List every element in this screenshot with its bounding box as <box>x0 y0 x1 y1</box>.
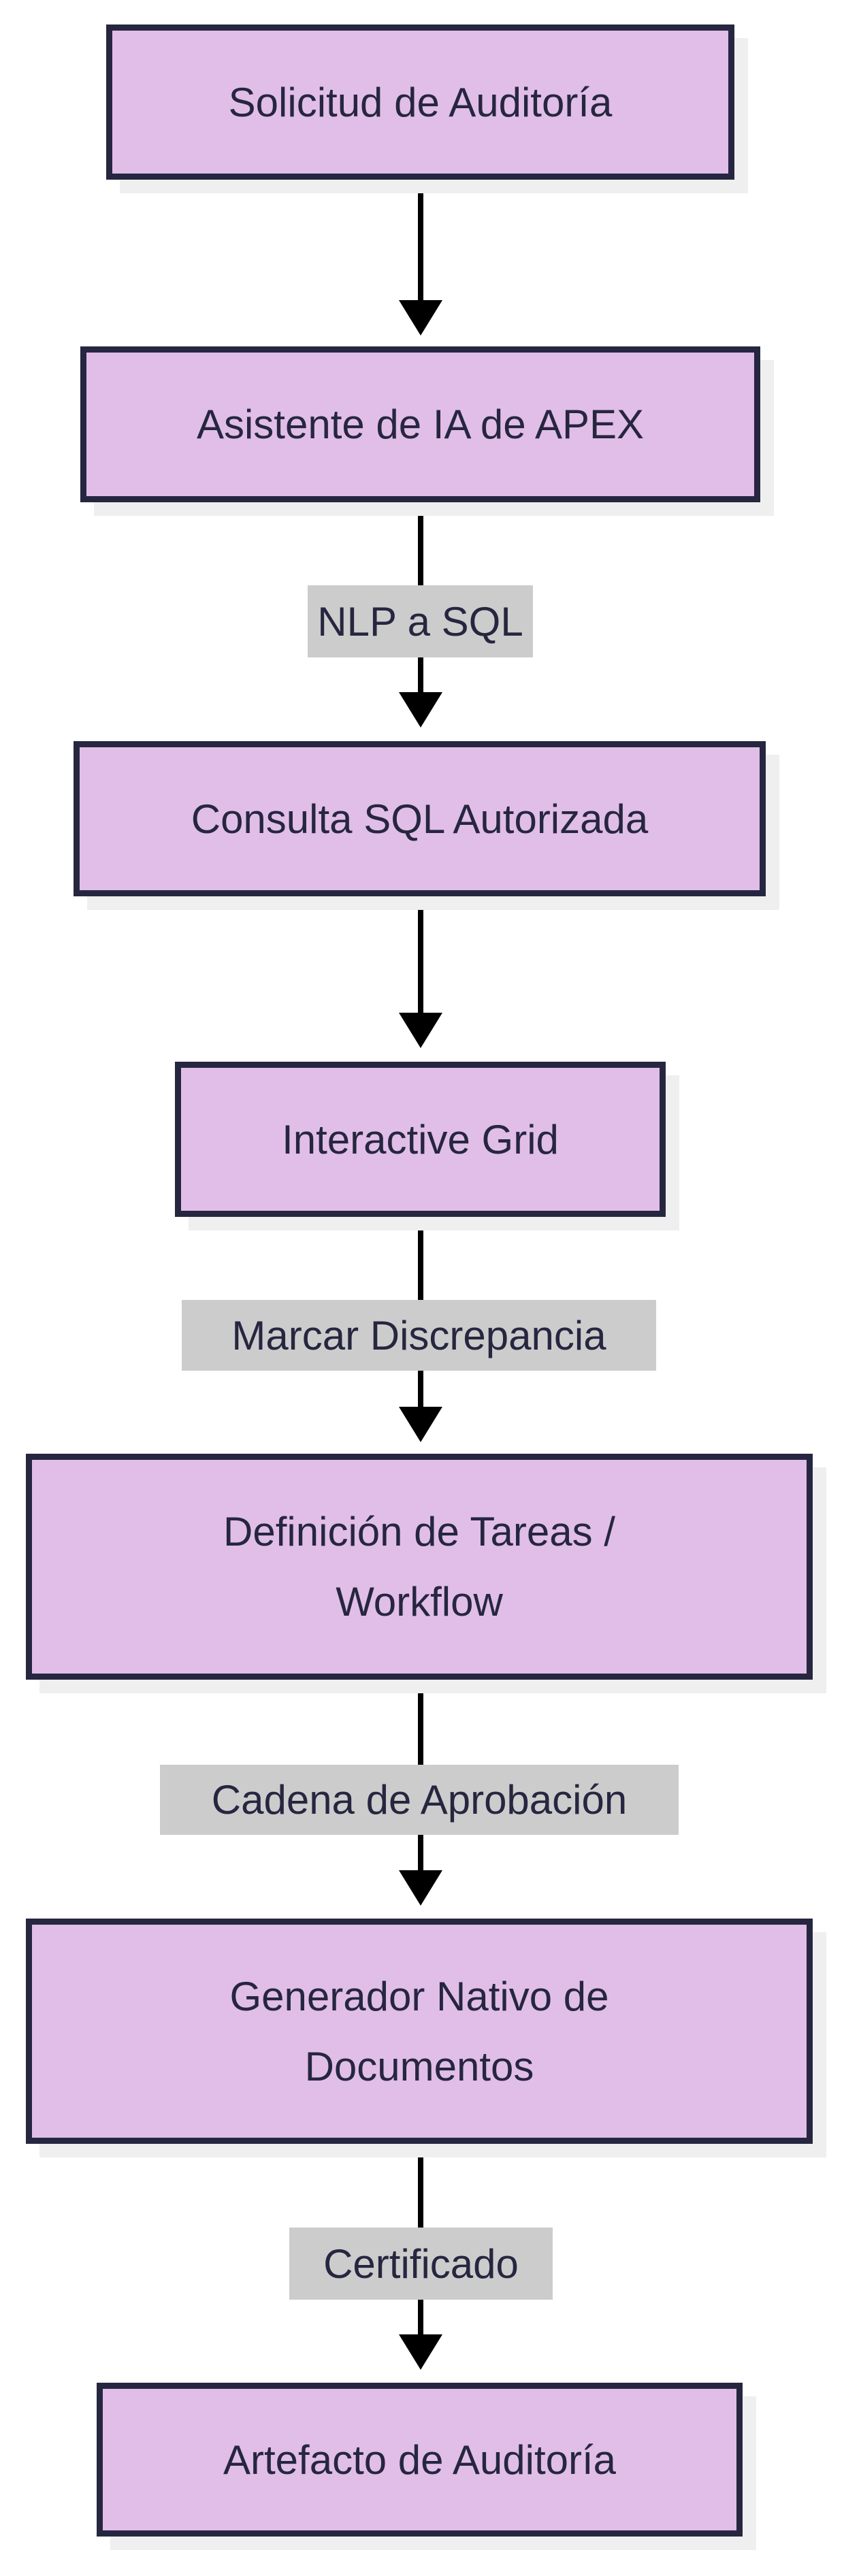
node-tareas: Definición de Tareas / Workflow <box>26 1454 813 1680</box>
edge-label-nlp-sql: NLP a SQL <box>308 585 533 657</box>
edge-label-cadena: Cadena de Aprobación <box>160 1765 679 1835</box>
arrowhead-icon <box>399 300 442 336</box>
arrowhead-icon <box>399 1013 442 1048</box>
node-solicitud: Solicitud de Auditoría <box>106 25 734 180</box>
edge-label-text: Certificado <box>323 2240 519 2287</box>
arrowhead-icon <box>399 2334 442 2370</box>
node-label: Asistente de IA de APEX <box>196 402 645 447</box>
node-grid: Interactive Grid <box>175 1062 666 1217</box>
edge-label-text: Cadena de Aprobación <box>211 1777 628 1823</box>
edge-label-certificado: Certificado <box>289 2228 553 2300</box>
node-label: Interactive Grid <box>282 1116 559 1162</box>
node-generador: Generador Nativo de Documentos <box>26 1919 813 2144</box>
arrowhead-icon <box>399 692 442 728</box>
edge-label-text: NLP a SQL <box>317 598 523 645</box>
arrowhead-icon <box>399 1407 442 1442</box>
node-label: Generador Nativo de Documentos <box>229 1973 609 2089</box>
node-label: Solicitud de Auditoría <box>228 79 613 125</box>
edge-label-text: Marcar Discrepancia <box>231 1312 606 1358</box>
node-consulta: Consulta SQL Autorizada <box>74 741 766 896</box>
node-asistente: Asistente de IA de APEX <box>80 346 760 502</box>
node-label: Consulta SQL Autorizada <box>191 796 649 842</box>
node-label: Definición de Tareas / Workflow <box>223 1509 615 1625</box>
arrowhead-icon <box>399 1870 442 1906</box>
node-label: Artefacto de Auditoría <box>223 2436 617 2483</box>
node-artefacto: Artefacto de Auditoría <box>97 2383 743 2537</box>
edge-label-marcar: Marcar Discrepancia <box>182 1300 656 1371</box>
